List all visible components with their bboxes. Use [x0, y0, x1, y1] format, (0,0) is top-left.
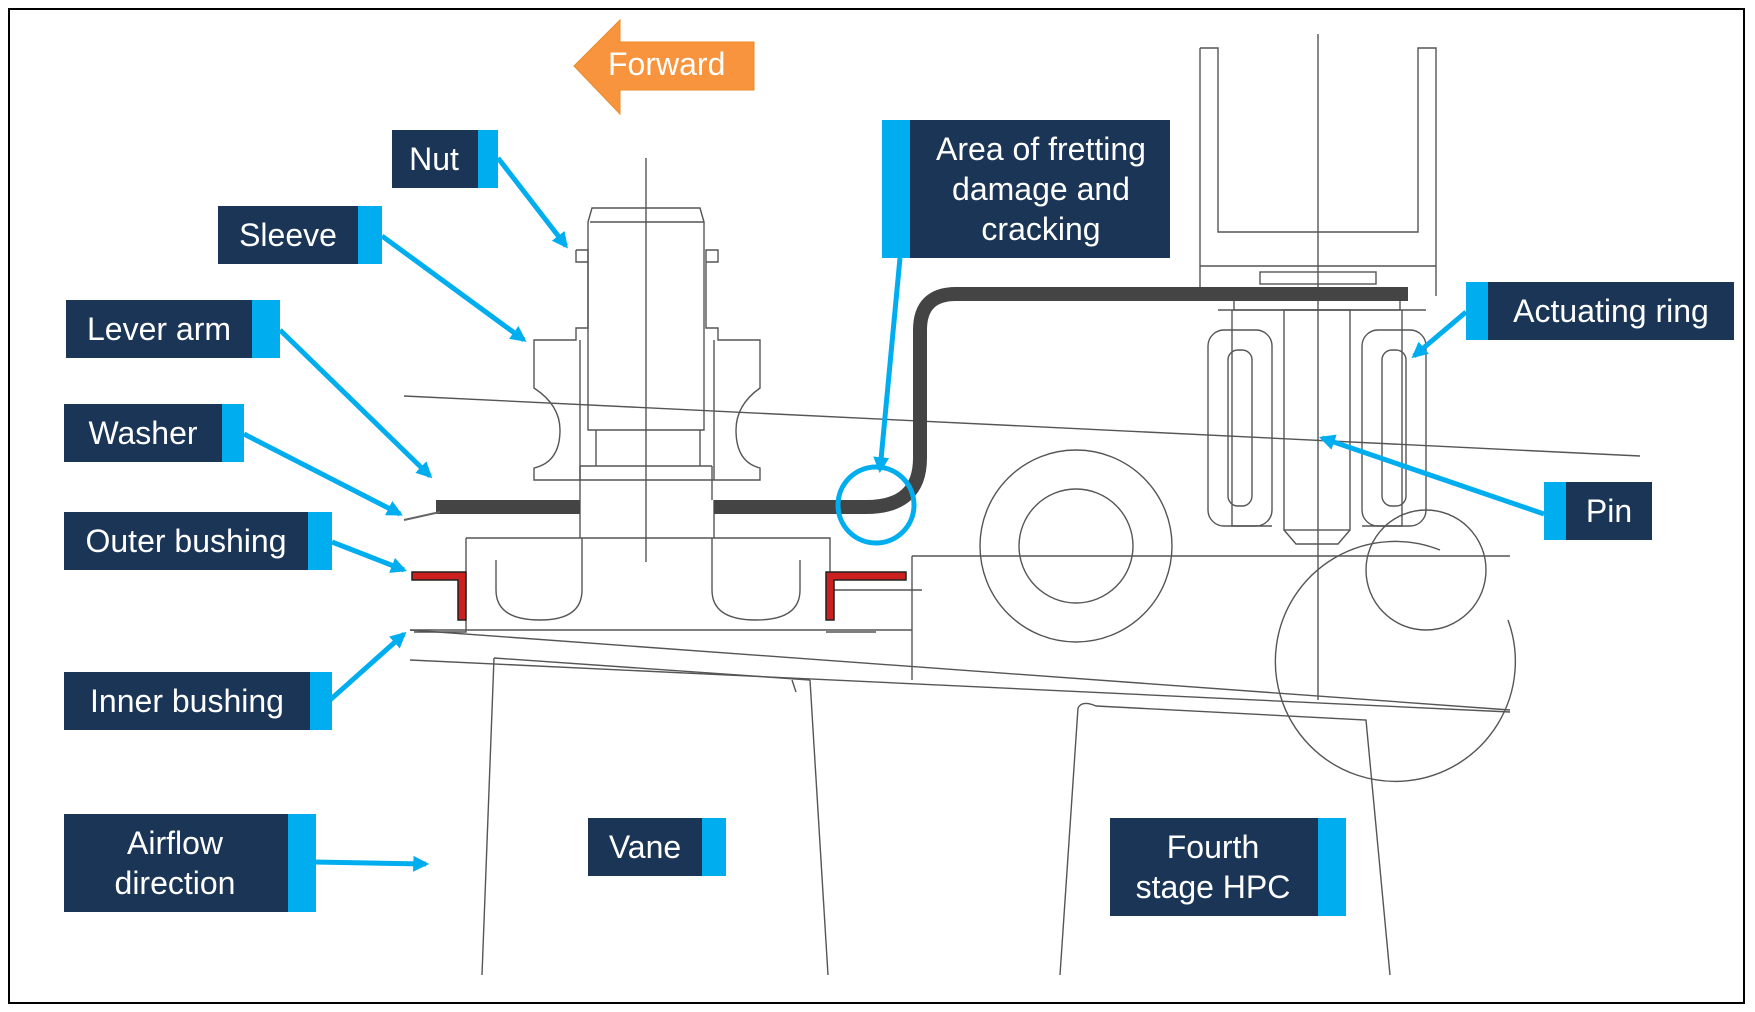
label-washer-tab [222, 404, 244, 462]
label-lever-arm: Lever arm [66, 300, 280, 358]
label-fretting-area: Area of fretting damage and cracking [882, 120, 1170, 258]
label-pin-tab [1544, 482, 1566, 540]
label-outer-bushing-text: Outer bushing [85, 523, 287, 559]
label-nut-tab [478, 130, 498, 188]
label-airflow-tab [288, 814, 316, 912]
label-fretting-area-text: Area of fretting damage and cracking [936, 131, 1146, 247]
label-nut-text: Nut [409, 141, 459, 177]
washer-shape [403, 511, 441, 521]
label-actuating-ring: Actuating ring [1466, 282, 1734, 340]
label-washer: Washer [64, 404, 244, 462]
label-vane: Vane [588, 818, 726, 876]
label-fretting-area-tab [882, 120, 910, 258]
label-pin-text: Pin [1585, 493, 1633, 529]
label-inner-bushing-text: Inner bushing [90, 683, 284, 719]
label-actuating-ring-text: Actuating ring [1513, 293, 1709, 329]
outer-bushing-left [411, 571, 467, 621]
label-actuating-ring-tab [1466, 282, 1488, 340]
label-inner-bushing-tab [310, 672, 332, 730]
label-airflow: Airflow direction [64, 814, 316, 912]
engine-linework [403, 34, 1641, 976]
label-nut: Nut [392, 130, 498, 188]
label-outer-bushing: Outer bushing [64, 512, 332, 570]
label-sleeve-tab [358, 206, 382, 264]
callout-arrows [242, 156, 1545, 872]
label-lever-arm-tab [252, 300, 280, 358]
lever-arm-line [436, 287, 1408, 514]
label-pin: Pin [1544, 482, 1652, 540]
label-fourth-stage-hpc-text: Fourth stage HPC [1135, 829, 1291, 905]
label-vane-text: Vane [608, 829, 682, 865]
label-fourth-stage-hpc-tab [1318, 818, 1346, 916]
forward-arrow [573, 18, 755, 116]
label-airflow-text: Airflow direction [114, 825, 236, 901]
label-lever-arm-text: Lever arm [86, 311, 232, 347]
label-inner-bushing: Inner bushing [64, 672, 332, 730]
label-washer-text: Washer [88, 415, 198, 451]
outer-bushing-right [825, 571, 907, 621]
label-outer-bushing-tab [308, 512, 332, 570]
label-sleeve: Sleeve [218, 206, 382, 264]
forward-label: Forward [608, 46, 726, 82]
label-sleeve-text: Sleeve [239, 217, 337, 253]
label-vane-tab [702, 818, 726, 876]
label-fourth-stage-hpc: Fourth stage HPC [1110, 818, 1346, 916]
